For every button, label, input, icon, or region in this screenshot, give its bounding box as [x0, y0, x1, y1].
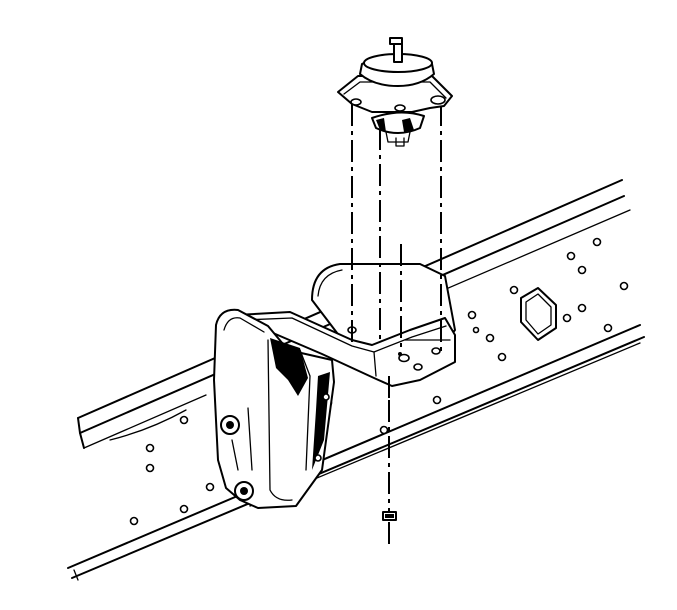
rail-holes	[129, 237, 629, 526]
bracket-bolt-lower	[234, 481, 254, 501]
bracket-bolt-upper	[220, 415, 240, 435]
mounting-bolt	[382, 511, 397, 521]
mount-bracket	[213, 263, 456, 509]
engine-mount	[337, 37, 453, 147]
frame-rail	[67, 179, 645, 581]
rail-square-cutout	[520, 287, 557, 341]
alignment-guide-lines	[351, 104, 442, 548]
